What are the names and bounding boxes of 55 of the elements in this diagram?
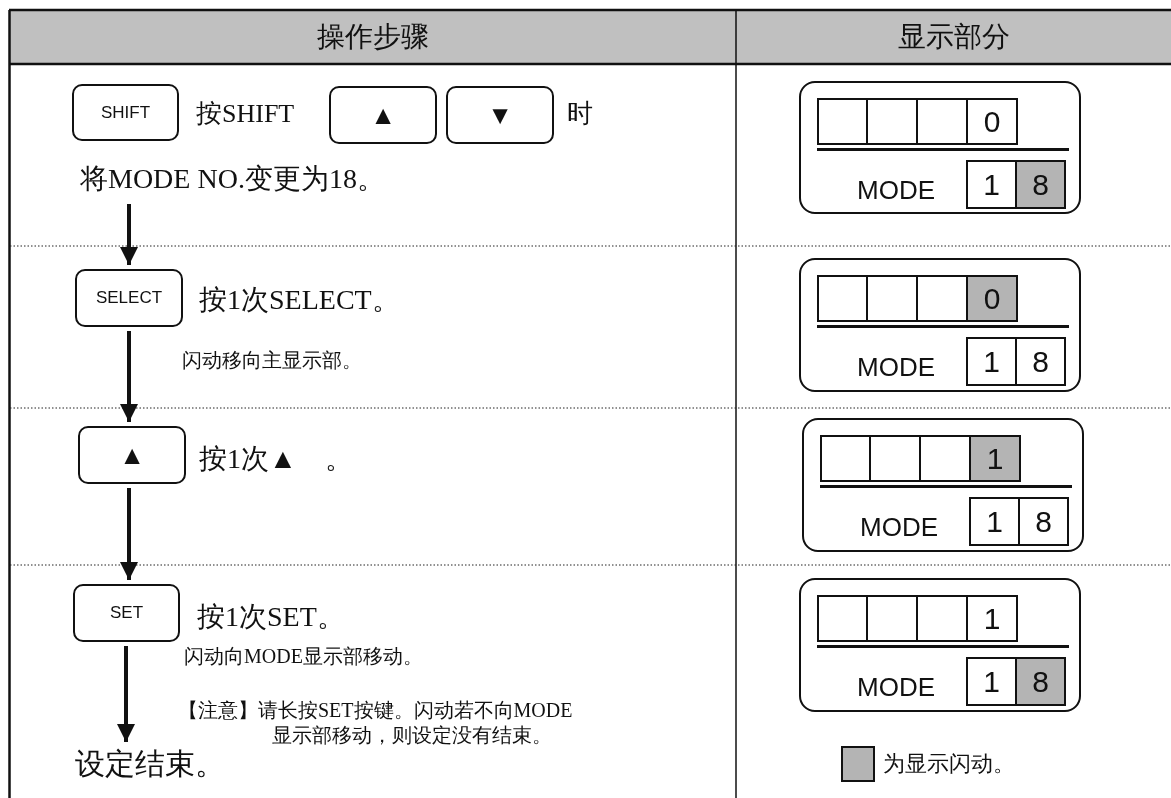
digit-cell — [866, 595, 918, 642]
key-button: ▲ — [329, 86, 437, 144]
step-text: 将MODE NO.变更为18。 — [80, 162, 410, 200]
mode-label: MODE — [857, 175, 935, 205]
display-panel — [799, 578, 1081, 712]
key-button: SHIFT — [72, 84, 179, 141]
note-text: 闪动移向主显示部。 — [182, 348, 362, 373]
digit-cell — [817, 595, 868, 642]
step-text: 按1次SET。 — [197, 600, 345, 634]
caution-note: 【注意】请长按SET按键。闪动若不向MODE显示部移动，则设定没有结束。 — [178, 698, 574, 748]
digit-cell — [866, 98, 918, 145]
legend-text: 为显示闪动。 — [883, 750, 1015, 778]
key-button: SELECT — [75, 269, 183, 327]
digit-cell — [919, 435, 971, 482]
key-button: SET — [73, 584, 180, 642]
mode-label: MODE — [857, 352, 935, 382]
digit-cell: 1 — [969, 497, 1020, 546]
digit-cell — [869, 435, 921, 482]
digit-cell: 0 — [966, 275, 1018, 322]
display-panel — [799, 81, 1081, 214]
digit-cell: 8 — [1015, 337, 1066, 386]
digit-cell: 1 — [966, 337, 1017, 386]
digit-cell: 1 — [966, 595, 1018, 642]
step-text: 按1次▲ 。 — [199, 442, 353, 476]
flow-arrow — [120, 331, 138, 422]
display-panel — [799, 258, 1081, 392]
digit-cell: 8 — [1015, 160, 1066, 209]
digit-cell — [916, 98, 968, 145]
digit-cell: 8 — [1015, 657, 1066, 706]
flow-arrow — [117, 646, 135, 742]
mode-label: MODE — [860, 512, 938, 542]
digit-cell: 1 — [966, 160, 1017, 209]
digit-cell: 0 — [966, 98, 1018, 145]
step-text: 按1次SELECT。 — [199, 283, 400, 317]
digit-cell — [817, 275, 868, 322]
digit-cell — [916, 595, 968, 642]
flow-arrow — [120, 204, 138, 265]
digit-cell: 1 — [969, 435, 1021, 482]
column-header: 显示部分 — [896, 20, 1011, 54]
note-text: 闪动向MODE显示部移动。 — [184, 644, 423, 669]
digit-cell — [916, 275, 968, 322]
step-text: 设定结束。 — [75, 746, 235, 784]
step-text: 时 — [567, 98, 593, 130]
flow-arrow — [120, 488, 138, 580]
digit-cell: 8 — [1018, 497, 1069, 546]
digit-cell — [866, 275, 918, 322]
step-text: 按SHIFT — [196, 98, 295, 130]
key-button: ▲ — [78, 426, 186, 484]
display-panel — [802, 418, 1084, 552]
digit-cell — [817, 98, 868, 145]
mode-label: MODE — [857, 672, 935, 702]
digit-cell: 1 — [966, 657, 1017, 706]
key-button: ▼ — [446, 86, 554, 144]
digit-cell — [820, 435, 871, 482]
column-header: 操作步骤 — [315, 20, 430, 54]
